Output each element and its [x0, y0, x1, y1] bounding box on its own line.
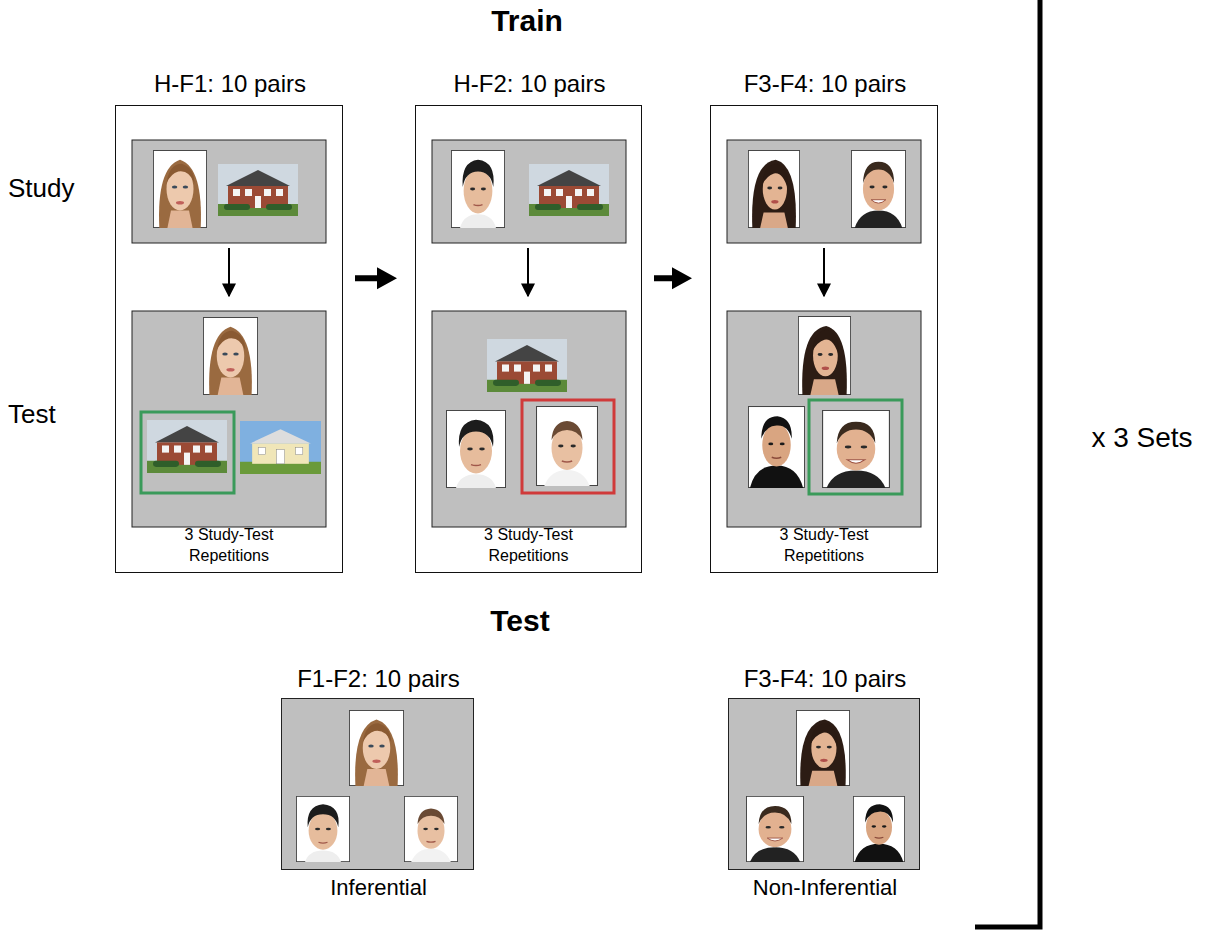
repetition-note: 3 Study-Test Repetitions: [456, 524, 601, 566]
sets-bracket: [975, 0, 1040, 927]
house-image: [240, 421, 321, 474]
test-type: Inferential: [222, 875, 535, 901]
flow-arrow: [355, 267, 397, 289]
panel-heading: F1-F2: 10 pairs: [222, 665, 535, 693]
correct-frame: [141, 412, 234, 493]
down-arrow: [228, 248, 230, 296]
face-image: [823, 410, 890, 488]
house-image: [487, 339, 567, 392]
face-image: [851, 150, 905, 228]
test-screen-fill: [281, 698, 474, 870]
test-screen: F3-F4: 10 pairsNon-Inferential: [728, 698, 920, 870]
panel-heading: H-F2: 10 pairs: [356, 70, 703, 98]
study-screen: [432, 140, 626, 243]
face-image: [296, 796, 349, 862]
repetition-note: 3 Study-Test Repetitions: [156, 524, 302, 566]
down-arrow: [527, 248, 529, 296]
training-panel: H-F2: 10 pairs3 Study-Test Repetitions: [415, 105, 642, 573]
house-image: [218, 164, 298, 216]
house-image: [529, 164, 609, 216]
flow-arrow: [654, 267, 692, 289]
test-type: Non-Inferential: [669, 875, 981, 901]
house-image: [147, 420, 227, 473]
face-image: [798, 316, 850, 395]
test-screen-fill: [728, 698, 920, 870]
test-screen: [727, 311, 921, 527]
face-image: [404, 796, 457, 862]
face-image: [853, 796, 904, 862]
test-screen: F1-F2: 10 pairsInferential: [281, 698, 474, 870]
face-image: [349, 710, 403, 786]
training-panel: H-F1: 10 pairs3 Study-Test Repetitions: [115, 105, 343, 573]
face-image: [451, 150, 504, 228]
panel-h-f2-images: [432, 140, 626, 527]
face-image: [796, 710, 849, 786]
repetition-note: 3 Study-Test Repetitions: [751, 524, 897, 566]
face-image: [447, 410, 506, 488]
face-image: [153, 150, 206, 228]
panel-h-f1-images: [132, 140, 326, 527]
test-screen: [432, 311, 626, 527]
repeat-note: x 3 Sets: [1062, 420, 1222, 455]
face-image: [748, 407, 804, 488]
face-image: [746, 796, 803, 862]
row-label: Study: [8, 172, 118, 205]
wrong-frame: [522, 400, 614, 493]
diagram-title: Train: [327, 3, 727, 39]
correct-frame: [809, 400, 902, 494]
test-screen: [132, 311, 326, 527]
panel-heading: F3-F4: 10 pairs: [651, 70, 999, 98]
section-heading: Test: [420, 602, 620, 640]
test-panel-images: [281, 698, 920, 870]
row-label: Test: [8, 398, 118, 431]
face-image: [537, 407, 598, 487]
panel-heading: H-F1: 10 pairs: [56, 70, 404, 98]
study-screen: [727, 140, 921, 243]
study-screen: [132, 140, 326, 243]
panel-f3-f4-images: [727, 140, 921, 527]
panel-heading: F3-F4: 10 pairs: [669, 665, 981, 693]
face-image: [748, 150, 799, 228]
face-image: [203, 317, 257, 395]
training-panel: F3-F4: 10 pairs3 Study-Test Repetitions: [710, 105, 938, 573]
down-arrow: [823, 248, 825, 296]
